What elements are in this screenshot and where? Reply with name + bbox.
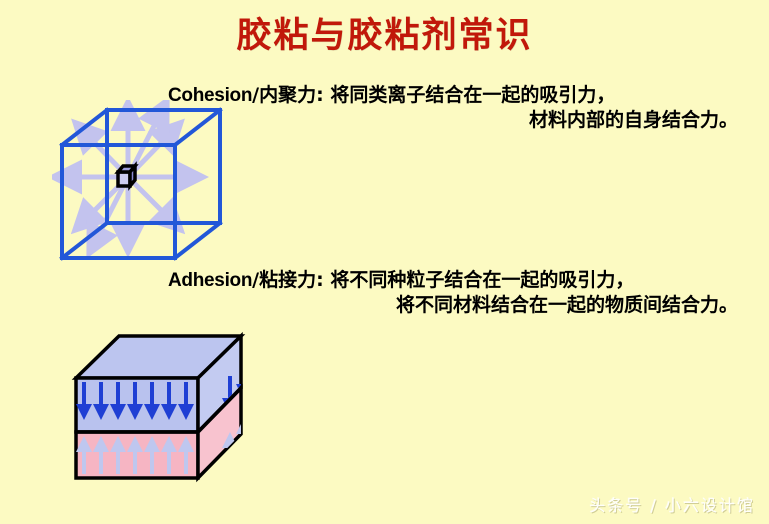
cohesion-cube-diagram: [47, 95, 242, 270]
cohesion-text-line-2: 材料内部的自身结合力。: [528, 109, 738, 131]
adhesion-term-cn: 粘接力:: [259, 269, 324, 291]
adhesion-block-diagram: [58, 320, 288, 500]
cohesion-term: Cohesion: [168, 85, 253, 106]
page-title: 胶粘与胶粘剂常识: [236, 15, 533, 56]
adhesion-line-1: Adhesion/粘接力: 将不同种粒子结合在一起的吸引力，: [168, 268, 738, 293]
adhesion-up-arrows-front: [76, 436, 194, 474]
cohesion-center-particle: [114, 161, 139, 191]
cohesion-separator: /: [252, 84, 260, 106]
cohesion-cube-wireframe: [59, 107, 223, 261]
adhesion-down-arrows-front: [76, 382, 194, 420]
cohesion-line-1: Cohesion/内聚力: 将同类离子结合在一起的吸引力，: [168, 83, 738, 108]
cohesion-text-line-1: 将同类离子结合在一起的吸引力，: [323, 84, 616, 106]
cohesion-definition: Cohesion/内聚力: 将同类离子结合在一起的吸引力， 材料内部的自身结合力…: [168, 83, 738, 133]
watermark: 头条号 / 小六设计馆: [589, 496, 755, 515]
adhesion-text-line-2: 将不同材料结合在一起的物质间结合力。: [395, 294, 738, 316]
adhesion-interface-line-side: [196, 386, 243, 434]
cohesion-term-cn: 内聚力:: [259, 84, 324, 106]
adhesion-separator: /: [252, 269, 260, 291]
adhesion-definition: Adhesion/粘接力: 将不同种粒子结合在一起的吸引力， 将不同材料结合在一…: [168, 268, 738, 318]
adhesion-text-line-1: 将不同种粒子结合在一起的吸引力，: [323, 269, 635, 291]
adhesion-term: Adhesion: [168, 270, 253, 291]
